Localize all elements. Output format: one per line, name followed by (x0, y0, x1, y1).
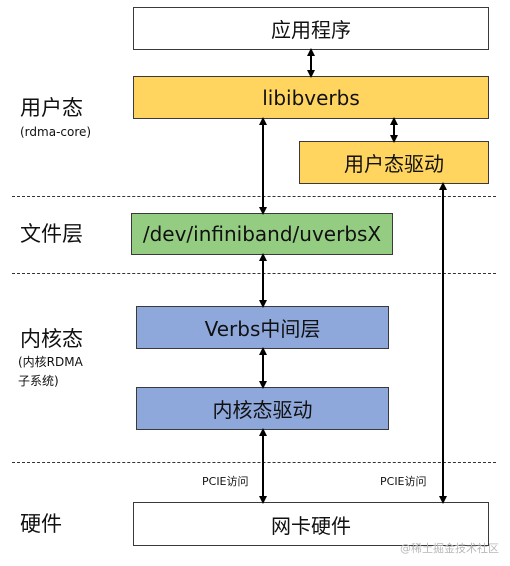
layer-label-file: 文件层 (20, 222, 83, 246)
pcie-label-right: PCIE访问 (380, 475, 427, 488)
uverbs-box: /dev/infiniband/uverbsX (131, 213, 393, 255)
nic-box: 网卡硬件 (133, 502, 489, 546)
divider-user-file (12, 196, 496, 197)
layer-sub-kernel-line1: (内核RDMA (18, 355, 83, 369)
divider-kernel-hardware (12, 462, 496, 463)
watermark: @稀土掘金技术社区 (400, 542, 499, 555)
divider-file-kernel (12, 273, 496, 274)
layer-label-user: 用户态 (20, 96, 83, 120)
pcie-label-left: PCIE访问 (202, 475, 249, 488)
layer-sub-user: (rdma-core) (20, 125, 92, 139)
layer-label-hardware: 硬件 (20, 512, 62, 536)
libibverbs-box: libibverbs (133, 76, 489, 119)
layer-label-kernel: 内核态 (20, 327, 83, 351)
layer-sub-kernel-line2: 子系统) (18, 374, 59, 388)
kernel-driver-box: 内核态驱动 (136, 387, 389, 430)
user-driver-box: 用户态驱动 (299, 141, 489, 184)
